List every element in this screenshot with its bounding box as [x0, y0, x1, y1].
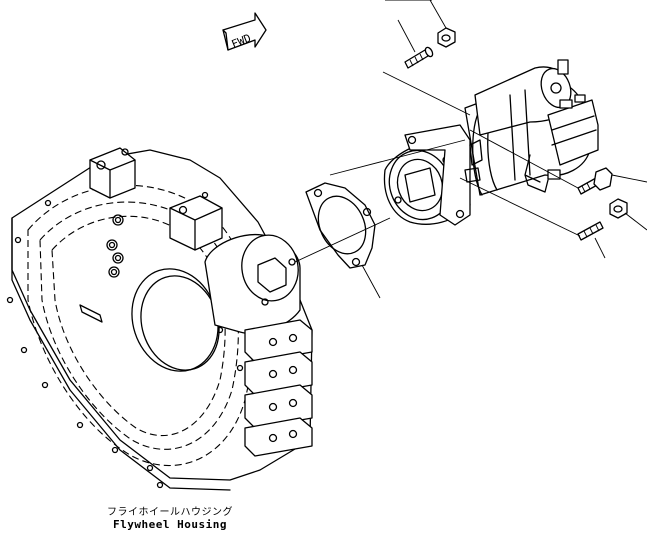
nut-lower: [609, 198, 628, 219]
leader-lines: [294, 0, 647, 299]
bolt-right: [577, 167, 613, 195]
nut-upper: [437, 27, 456, 48]
fwd-arrow-icon: FWD: [222, 12, 267, 51]
stud-bolt-lower: [577, 221, 604, 241]
flywheel-housing: [6, 147, 313, 491]
caption-english: Flywheel Housing: [113, 518, 227, 531]
stud-bolt-upper: [404, 46, 434, 69]
gasket: [305, 182, 376, 269]
starter-motor: [383, 59, 599, 226]
caption-japanese: フライホイールハウジング: [107, 507, 233, 518]
